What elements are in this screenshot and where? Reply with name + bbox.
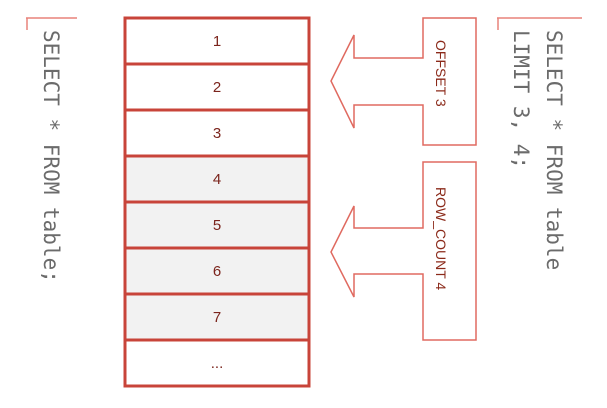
table-rows: 1 2 3 4 5 6 7... <box>123 16 311 388</box>
row-number: 4 <box>213 171 221 188</box>
left-query-text: SELECT * FROM table; <box>39 30 63 283</box>
row-number: 3 <box>213 125 221 142</box>
table-row-selected <box>123 246 311 296</box>
row-number: 1 <box>213 33 221 50</box>
row-number: 2 <box>213 79 221 96</box>
row-number: 7 <box>213 309 221 326</box>
table-row <box>123 108 311 158</box>
offset-label: OFFSET 3 <box>433 40 449 107</box>
table-row <box>123 16 311 66</box>
row-count-arrow <box>330 161 477 341</box>
row-number: 6 <box>213 263 221 280</box>
row-number: ... <box>211 355 224 372</box>
row-count-label: ROW_COUNT 4 <box>433 187 449 290</box>
right-query-line1: SELECT * FROM table <box>542 30 566 270</box>
offset-arrow <box>330 17 477 146</box>
table-row <box>123 338 311 388</box>
table-row-selected <box>123 200 311 250</box>
right-query-line2: LIMIT 3, 4; <box>509 30 533 169</box>
row-number: 5 <box>213 217 221 234</box>
table-row-selected <box>123 292 311 342</box>
